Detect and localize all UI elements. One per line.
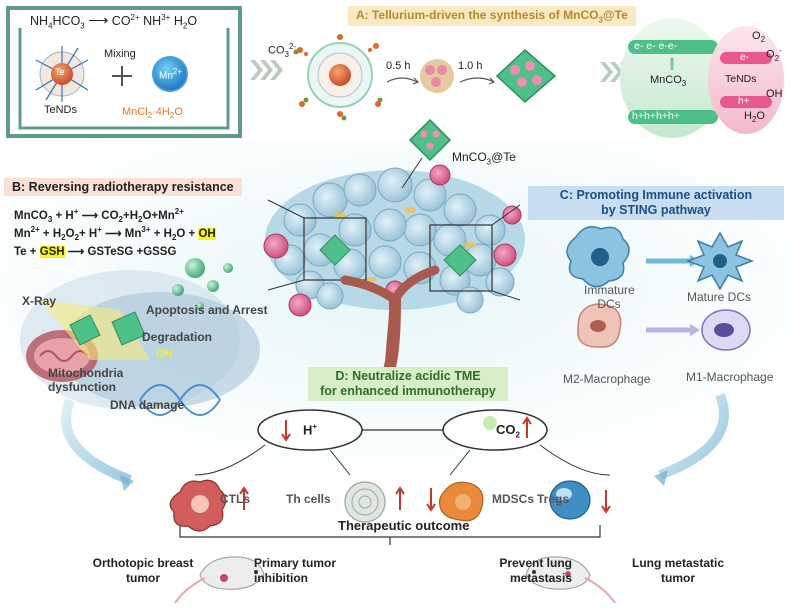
degradation-label: Degradation (142, 330, 213, 344)
panel-c-title: C: Promoting Immune activation by STING … (528, 186, 784, 220)
reaction-b1: MnCO3 + H+ ⟶ CO2+H2O+Mn2+ (14, 207, 184, 225)
time-label-1: 0.5 h (386, 60, 411, 72)
oh-label-a: OH (766, 88, 783, 100)
panel-d-title-line2: for enhanced immunotherapy (320, 384, 496, 398)
apoptosis-label: Apoptosis and Arrest (146, 303, 268, 317)
tends-label: TeNDs (725, 73, 757, 85)
h2o-label: H2O (744, 110, 765, 125)
e-minus-label: e- (740, 52, 749, 63)
therapeutic-outcome-label: Therapeutic outcome (338, 518, 470, 533)
oh-label-b: OH (156, 348, 173, 360)
panel-b-title: B: Reversing radiotherapy resistance (4, 178, 242, 196)
co2-d-label: CO2 (496, 422, 520, 440)
h-plus-label: h+ (738, 96, 750, 107)
panel-c-title-line1: C: Promoting Immune activation (559, 188, 753, 202)
mncl-label: MnCl2·4H2O (122, 106, 183, 121)
h-plus-d-label: H+ (303, 422, 318, 438)
time-label-2: 1.0 h (458, 60, 483, 72)
th-cells-label: Th cells (286, 492, 331, 506)
panel-c-title-line2: by STING pathway (601, 203, 711, 217)
tends-label-a: TeNDs (44, 104, 78, 116)
xray-label: X-Ray (22, 294, 57, 308)
mn-ion-label: Mn2+ (159, 67, 183, 82)
mnco3-label: MnCO3 (650, 74, 687, 89)
o2-label: O2 (752, 30, 766, 45)
prevent-metastasis-label: Prevent lung metastasis (499, 556, 572, 585)
reaction-b3: Te + GSH ⟶ GSTeSG +GSSG (14, 246, 177, 258)
reaction-b2: Mn2+ + H2O2+ H+ ⟶ Mn3+ + H2O + OH (14, 225, 216, 243)
mnco3-te-label: MnCO3@Te (452, 150, 516, 167)
reaction-equation: NH4HCO3 ⟶ CO2+ NH3+ H2O (30, 12, 198, 31)
mito-label: Mitochondria dysfunction (48, 366, 124, 394)
te-core-label: Te (55, 67, 65, 77)
tregs-label: Tregs (537, 492, 570, 506)
orthotopic-label: Orthotopic breast tumor (92, 556, 194, 585)
immature-dcs-label: Immature DCs (584, 283, 635, 311)
primary-inhibition-label: Primary tumor inhibition (254, 556, 337, 585)
mixing-label: Mixing (104, 48, 136, 60)
mdscs-label: MDSCs (492, 492, 535, 506)
co3-label: CO32- (268, 42, 297, 59)
panel-d-title-line1: D: Neutralize acidic TME (335, 369, 481, 383)
panel-d-title: D: Neutralize acidic TME for enhanced im… (308, 367, 508, 401)
mature-dcs-label: Mature DCs (687, 290, 752, 304)
dna-label: DNA damage (110, 398, 185, 412)
m2-macrophage-label: M2-Macrophage (563, 372, 651, 386)
electrons-label: e- e- e-e- (634, 40, 678, 52)
ctls-label: CTLs (220, 492, 250, 506)
panel-a-title: A: Tellurium-driven the synthesis of MnC… (348, 6, 636, 27)
holes-label: h+h+h+h+ (632, 110, 680, 122)
o2-radical-label: O2- (766, 46, 782, 63)
lung-metastatic-label: Lung metastatic tumor (631, 556, 724, 585)
m1-macrophage-label: M1-Macrophage (686, 370, 774, 384)
